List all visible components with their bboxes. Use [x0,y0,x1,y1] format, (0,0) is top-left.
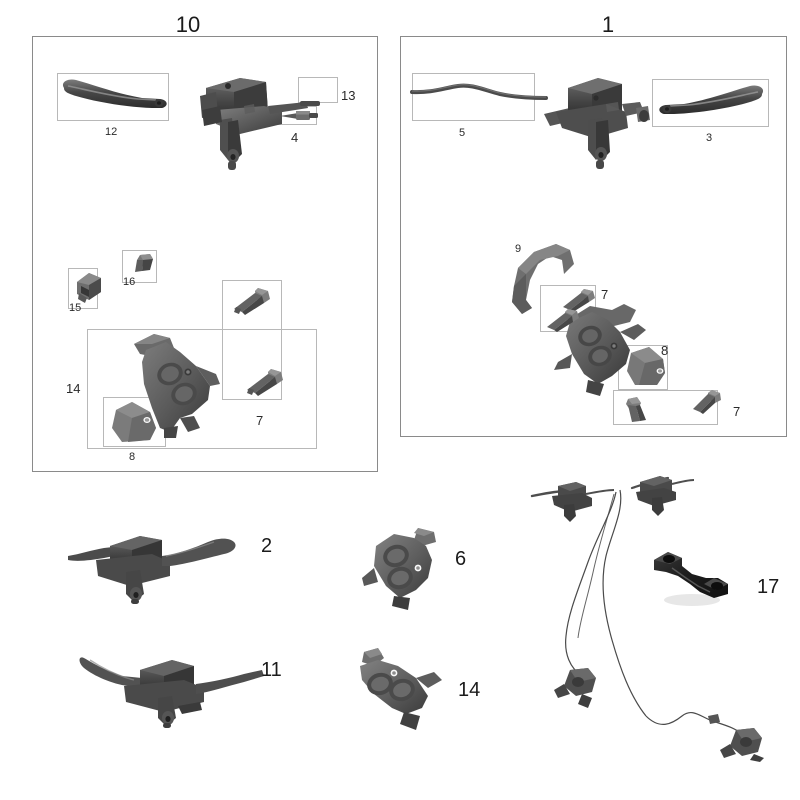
callout-label-15: 15 [69,302,82,314]
hose-fitting-part [278,108,320,124]
brake-hose-front-part [410,82,550,108]
callout-label-7-upper: 7 [601,287,609,302]
callout-box-7-lower [613,390,718,425]
banjo-bolt-part [128,252,158,278]
panel-10 [32,36,378,472]
callout-label-7-panel10: 7 [256,413,264,428]
callout-label-16: 16 [123,276,136,288]
callout-label-4: 4 [291,130,299,145]
caliper-14-part [350,646,450,736]
pad-spring-clip-part [73,270,105,306]
brake-pad-front-part [621,343,671,391]
caliper-bolt-3-part [624,396,662,424]
brake-lever-right-part [658,82,770,124]
caliper-bolt-lower-part [241,366,287,398]
brake-lever-left-part [56,74,172,118]
callout-label-14: 14 [66,381,81,396]
caliper-bolt-1-part [558,286,598,314]
caliper-bolt-4-part [688,388,726,416]
lever-assembly-11-part [78,648,266,728]
callout-label-3: 3 [706,132,713,144]
hose-guide-bracket-part [506,238,584,318]
callout-label-8-panel10: 8 [129,451,136,463]
item-label-6: 6 [455,548,467,570]
callout-label-7-lower: 7 [733,404,741,419]
callout-box-7-panel10 [222,280,282,400]
callout-label-8-panel1: 8 [661,343,669,358]
adapter-bracket-17-part [648,548,736,608]
master-cylinder-right-part [540,64,665,170]
item-label-14: 14 [458,679,481,701]
caliper-bolt-2-part [542,306,582,334]
callout-box-16 [122,250,157,283]
caliper-assembly-rear-part [126,332,232,444]
caliper-6-part [360,524,452,616]
item-label-11: 11 [261,659,282,681]
panel-1-title: 1 [601,12,615,37]
panel-1 [400,36,787,437]
callout-label-9: 9 [515,243,522,255]
panel-10-title: 10 [175,12,201,37]
master-cylinder-left-part [186,66,320,170]
caliper-assembly-front-part [550,302,658,404]
callout-label-13: 13 [341,88,356,103]
callout-box-12 [57,73,169,121]
item-label-2: 2 [261,535,273,557]
hydraulic-brake-system-part [520,472,790,762]
lever-assembly-2-part [66,524,246,604]
item-label-17: 17 [757,576,780,598]
brake-pad-set-part [106,398,164,448]
callout-label-12: 12 [105,126,118,138]
callout-box-14 [87,329,317,449]
caliper-bolt-upper-part [228,285,274,317]
callout-label-5: 5 [459,127,466,139]
callout-box-3 [652,79,769,127]
